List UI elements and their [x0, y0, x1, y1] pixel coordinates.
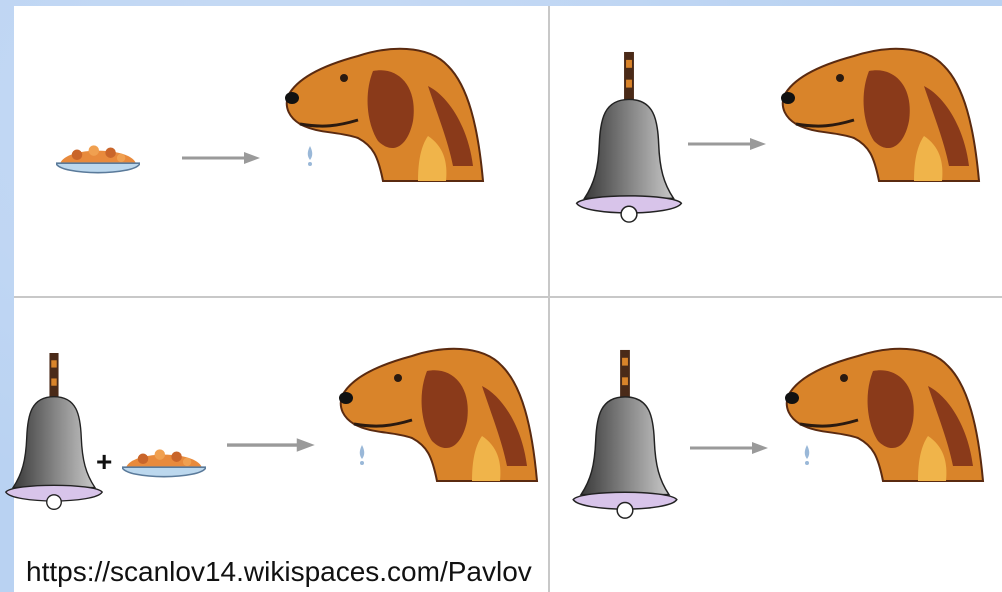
- source-url: https://scanlov14.wikispaces.com/Pavlov: [26, 556, 532, 587]
- plus-icon: +: [96, 446, 113, 477]
- bell-icon: [570, 348, 680, 524]
- drool-icon: [305, 145, 315, 167]
- arrow-icon: [690, 440, 770, 456]
- drool-icon: [802, 444, 812, 466]
- drool-icon: [357, 444, 367, 466]
- food-bowl-icon: [122, 442, 206, 484]
- bell-icon: [4, 348, 104, 518]
- arrow-icon: [182, 150, 262, 166]
- horizontal-divider: [14, 296, 1002, 298]
- arrow-icon: [688, 136, 768, 152]
- food-bowl-icon: [56, 138, 140, 180]
- vertical-divider: [548, 6, 550, 592]
- arrow-icon: [226, 436, 318, 454]
- dog-icon: [774, 46, 984, 186]
- bell-icon: [574, 50, 684, 228]
